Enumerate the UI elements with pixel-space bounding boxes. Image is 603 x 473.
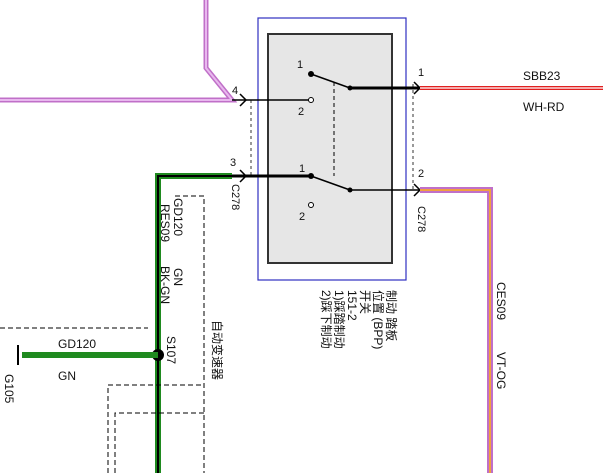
violet-orange-wire (420, 187, 493, 473)
module-name: 自动变速器 (210, 320, 225, 380)
label-res09: RES09 (158, 204, 172, 242)
component-name-line1: 制动 踏板 (384, 290, 398, 341)
label-wh-rd: WH-RD (523, 100, 565, 114)
pin-1-right: 1 (418, 67, 424, 79)
label-sbb23: SBB23 (523, 69, 561, 83)
switch-bottom-pin-1: 1 (299, 163, 305, 175)
pin-3: 3 (230, 157, 236, 169)
bottom-switch-lever (310, 175, 351, 191)
label-gn-vert: GN (171, 268, 185, 286)
label-gn-bottom: GN (58, 369, 76, 383)
label-ces09: CES09 (494, 282, 508, 320)
switch-top-pin-1: 1 (297, 59, 303, 71)
switch-bottom-pin-2: 2 (299, 211, 305, 223)
component-name-line3: 开关 (358, 290, 372, 314)
component-name-line6: 2)踩下制动 (319, 290, 333, 349)
component-name-line2: 位置 (BPP) (371, 290, 386, 349)
pin-4: 4 (232, 85, 238, 97)
label-gd120-vert: GD120 (171, 198, 185, 236)
module-outline (175, 195, 205, 473)
label-s107: S107 (164, 336, 178, 364)
label-gd120-bottom: GD120 (58, 337, 96, 351)
switch-top-pin-2: 2 (298, 106, 304, 118)
connector-c278-right: C278 (415, 206, 427, 232)
pink-wire-top (0, 0, 238, 103)
label-vt-og: VT-OG (494, 352, 508, 389)
component-name-line5: 1)踩踏制动 (332, 290, 346, 349)
switch-body (267, 33, 393, 264)
top-switch-lever (310, 73, 351, 89)
label-bk-gn: BK-GN (158, 266, 172, 304)
label-g105: G105 (2, 374, 16, 404)
component-name-line4: 151-2 (345, 290, 359, 321)
connector-c278-left: C278 (229, 184, 241, 210)
pin-2-right: 2 (418, 168, 424, 180)
